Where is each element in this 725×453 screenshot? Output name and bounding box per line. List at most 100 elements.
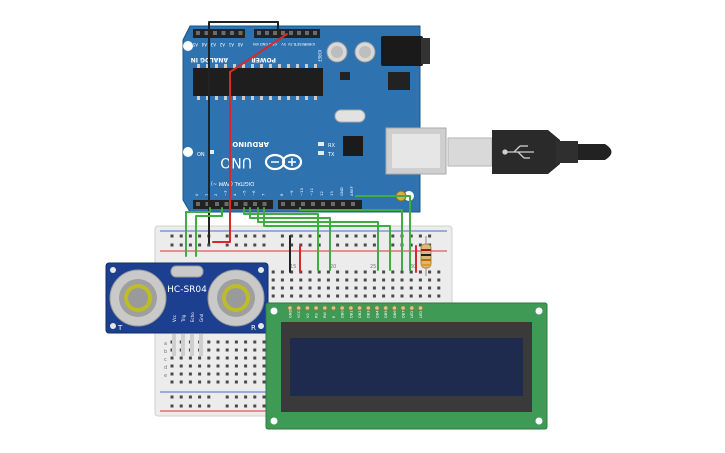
pin-label-3v3: 3.3V xyxy=(287,42,296,46)
breadboard-hole xyxy=(345,278,349,282)
rail-hole xyxy=(198,243,202,247)
lcd-pin-label: VCC xyxy=(297,310,301,318)
rail-hole xyxy=(317,243,321,247)
header-pin xyxy=(238,31,243,35)
rail-hole xyxy=(234,243,238,247)
chip-pin xyxy=(251,64,254,68)
wire-red-5v xyxy=(212,33,288,243)
breadboard-hole xyxy=(234,348,238,352)
breadboard-hole xyxy=(437,270,441,274)
rail-hole xyxy=(345,243,349,247)
tx-label: TX xyxy=(327,152,335,158)
digital-pin-label: 4 xyxy=(232,193,237,196)
header-pin xyxy=(230,31,234,35)
breadboard-hole xyxy=(216,348,220,352)
breadboard-hole xyxy=(280,270,284,274)
breadboard-hole xyxy=(198,364,202,368)
chip-pin xyxy=(296,96,299,100)
chip-pin xyxy=(242,96,245,100)
breadboard-hole xyxy=(216,380,220,384)
voltage-regulator xyxy=(388,72,410,90)
breadboard-hole xyxy=(326,286,330,290)
breadboard-hole xyxy=(363,294,367,298)
rail-hole xyxy=(391,243,395,247)
breadboard-hole xyxy=(271,286,275,290)
breadboard-hole xyxy=(382,294,386,298)
breadboard-hole xyxy=(437,278,441,282)
row-letter-e: e xyxy=(164,373,167,379)
breadboard-hole xyxy=(326,278,330,282)
header-pin xyxy=(321,202,325,206)
breadboard-hole xyxy=(216,356,220,360)
lcd-pin-label: V0 xyxy=(306,313,310,318)
breadboard-hole xyxy=(280,278,284,282)
chip-pin xyxy=(260,64,263,68)
breadboard-hole xyxy=(409,278,413,282)
breadboard-hole xyxy=(225,364,229,368)
lcd-pin xyxy=(409,305,415,311)
digital-pin-label: 0 xyxy=(194,193,199,196)
lcd-screen xyxy=(290,338,523,396)
rail-hole xyxy=(418,243,422,247)
usb-cable-end xyxy=(578,144,612,160)
power-label: POWER xyxy=(251,56,276,63)
usb-symbol-icon xyxy=(502,145,534,159)
breadboard-hole xyxy=(308,294,312,298)
sensor-corner-left: T xyxy=(117,324,123,332)
pin-label-a2: A2 xyxy=(219,42,225,47)
pin-label-a3: A3 xyxy=(210,42,216,47)
rail-hole xyxy=(207,404,211,408)
transducer-right xyxy=(207,269,265,327)
breadboard-hole xyxy=(299,286,303,290)
chip-pin xyxy=(314,96,317,100)
breadboard-hole xyxy=(428,278,432,282)
breadboard-hole xyxy=(391,270,395,274)
wire-green xyxy=(249,207,331,271)
breadboard-hole xyxy=(400,286,404,290)
header-pin xyxy=(341,202,345,206)
header-pin xyxy=(301,202,305,206)
rail-hole xyxy=(363,243,367,247)
pin-label-a4: A4 xyxy=(201,42,207,47)
rail-hole xyxy=(354,234,358,238)
header-pin xyxy=(289,31,293,35)
rail-hole xyxy=(280,234,284,238)
dc-power-jack xyxy=(381,36,423,66)
breadboard-hole xyxy=(271,294,275,298)
breadboard-hole xyxy=(244,356,248,360)
chip-pin xyxy=(233,64,236,68)
rail-hole xyxy=(253,234,257,238)
lcd-pin xyxy=(382,305,389,311)
breadboard-hole xyxy=(234,372,238,376)
hc-sr04-sensor: HC-SR04 T R Vcc Trig Echo Gnd xyxy=(105,262,269,356)
wire-green xyxy=(299,207,403,271)
crystal xyxy=(170,265,204,278)
rail-hole xyxy=(280,243,284,247)
breadboard-hole xyxy=(179,372,183,376)
breadboard-hole xyxy=(262,364,266,368)
rx-label: RX xyxy=(328,143,335,149)
breadboard-hole xyxy=(437,286,441,290)
header-pin xyxy=(253,202,257,206)
wires xyxy=(185,21,417,273)
breadboard-hole xyxy=(170,356,174,360)
breadboard-hole xyxy=(207,364,211,368)
column-number: 30 xyxy=(410,264,416,270)
header-pin xyxy=(281,202,285,206)
rail-hole xyxy=(336,243,340,247)
breadboard-hole xyxy=(437,294,441,298)
header-pin xyxy=(273,31,277,35)
breadboard-hole xyxy=(372,270,376,274)
breadboard-hole xyxy=(336,286,340,290)
usb-cable xyxy=(447,130,612,174)
breadboard-hole xyxy=(418,294,422,298)
rail-hole xyxy=(244,404,248,408)
header-pin xyxy=(351,202,355,206)
top-header-pins xyxy=(196,31,317,35)
header-pin xyxy=(265,31,269,35)
breadboard-hole xyxy=(207,372,211,376)
breadboard-hole xyxy=(262,380,266,384)
wire-green xyxy=(257,207,379,271)
